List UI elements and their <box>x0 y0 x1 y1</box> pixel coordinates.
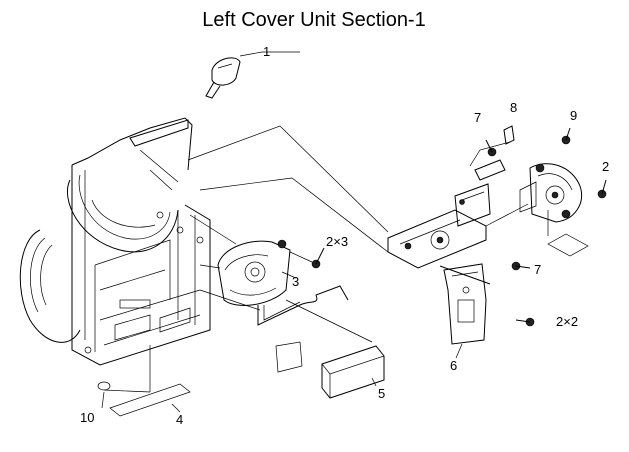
screw-7-top <box>485 139 497 157</box>
callout-6: 6 <box>450 358 457 373</box>
callout-1: 1 <box>263 44 270 59</box>
part-3-gear-assembly <box>217 239 349 326</box>
screw-2x3 <box>311 247 325 269</box>
callout-leaders <box>101 51 463 413</box>
center-bracket <box>387 159 506 269</box>
diagram-title: Left Cover Unit Section-1 <box>202 9 425 31</box>
callout-10: 10 <box>80 410 94 425</box>
callout-2: 2 <box>602 159 609 174</box>
part-6-circuit-plate <box>439 263 491 345</box>
part-8-tab <box>503 125 515 145</box>
label-sheet-center <box>275 341 303 373</box>
callout-3: 3 <box>292 274 299 289</box>
part-4-sheet <box>109 383 191 417</box>
screw-9 <box>561 127 571 145</box>
callout-qty-2x2: 2×2 <box>556 314 578 329</box>
assembly-guide-lines <box>103 125 549 393</box>
left-cover-housing <box>19 117 211 366</box>
part-10-washer <box>97 381 111 391</box>
part-1-strap-hook <box>205 51 263 99</box>
callout-4: 4 <box>176 412 183 427</box>
callout-9: 9 <box>570 108 577 123</box>
screw-7-middle <box>511 261 531 271</box>
label-sheet-right <box>547 233 589 257</box>
callout-5: 5 <box>378 386 385 401</box>
callout-qty-2x3: 2×3 <box>326 234 348 249</box>
part-5-cushion-block <box>321 345 385 399</box>
callout-7-top: 7 <box>474 110 481 125</box>
right-mechanism-assembly <box>519 163 582 223</box>
callout-8: 8 <box>510 100 517 115</box>
screw-2-right <box>597 179 607 199</box>
screw-2x2 <box>515 317 535 327</box>
callout-7-middle: 7 <box>534 262 541 277</box>
